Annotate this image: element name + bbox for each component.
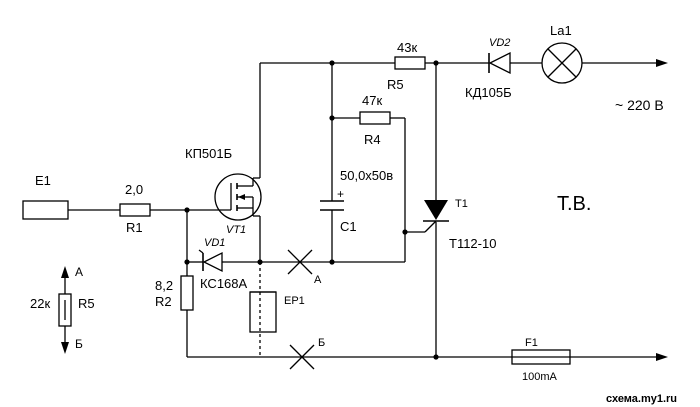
vt1-type: КП501Б: [185, 146, 232, 161]
junction-dots: [184, 60, 439, 360]
bottom-rail-arrow-icon: [656, 353, 668, 361]
vt1-label: VT1: [226, 224, 246, 236]
mark-b-label: Б: [318, 337, 325, 349]
diode-vd2: VD2 КД105Б: [465, 37, 512, 100]
r4-label: R4: [364, 132, 381, 147]
r1-label: R1: [126, 220, 143, 235]
top-rail-arrow-icon: [656, 59, 668, 67]
vd1-label: VD1: [204, 237, 225, 249]
r5-side-value: 22к: [30, 296, 50, 311]
resistor-r1: 2,0 R1: [119, 182, 151, 235]
transistor-vt1: КП501Б VT1: [185, 146, 262, 236]
resistor-r2: 8,2 R2: [155, 275, 194, 311]
output-arrows: [656, 59, 668, 361]
r5-side-end-b: Б: [75, 337, 83, 351]
zener-vd1: VD1 КС168А: [198, 237, 248, 291]
cut-mark-a: А: [287, 249, 322, 286]
r5-top-label: R5: [387, 77, 404, 92]
resistor-r5-side: А Б 22к R5: [30, 265, 95, 354]
r5-side-arrow-down-icon: [61, 342, 69, 354]
r5-side-end-a: А: [75, 265, 83, 279]
watermark: схема.my1.ru: [606, 393, 677, 405]
vd2-label: VD2: [489, 37, 510, 49]
e1-label: E1: [35, 173, 51, 188]
diagram-title: Т.В.: [557, 193, 591, 215]
c1-label: C1: [340, 219, 357, 234]
supply-voltage-label: ~ 220 В: [615, 97, 664, 113]
resistor-r5-top: 43к R5: [387, 40, 426, 92]
t1-type: Т112-10: [449, 236, 496, 251]
fuse-f1: F1 100mA: [511, 337, 571, 383]
f1-value: 100mA: [522, 371, 558, 383]
r5-side-arrow-up-icon: [61, 266, 69, 278]
electrode-e1: E1: [22, 173, 69, 220]
cut-mark-b: Б: [289, 337, 325, 370]
r5-side-label: R5: [78, 296, 95, 311]
vd2-type: КД105Б: [465, 85, 512, 100]
r4-value: 47к: [362, 93, 382, 108]
t1-label: T1: [455, 198, 468, 210]
r2-label: R2: [155, 294, 172, 309]
ep1-label: EP1: [284, 295, 305, 307]
resistor-r4: 47к R4: [359, 93, 391, 147]
mark-a-label: А: [314, 274, 322, 286]
lamp-la1: La1: [541, 23, 583, 84]
r1-value: 2,0: [125, 182, 143, 197]
electromagnet-ep1: EP1: [249, 291, 305, 333]
watermark-bg: [596, 387, 700, 407]
r2-value: 8,2: [155, 278, 173, 293]
capacitor-c1: + 50,0х50в C1: [320, 168, 393, 234]
f1-label: F1: [525, 337, 538, 349]
r5-top-value: 43к: [397, 40, 417, 55]
thyristor-t1: T1 Т112-10: [423, 198, 496, 251]
la1-label: La1: [550, 23, 572, 38]
vd1-type: КС168А: [200, 276, 248, 291]
c1-value: 50,0х50в: [340, 168, 393, 183]
c1-polarity: +: [337, 187, 344, 201]
wires: [68, 62, 660, 358]
